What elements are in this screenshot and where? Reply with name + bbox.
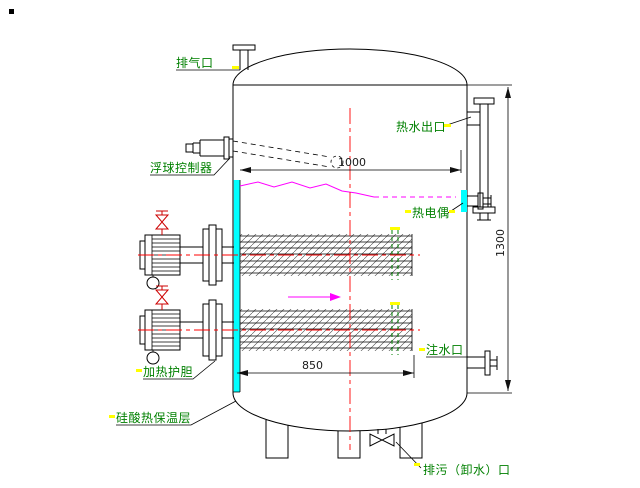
float-ball-dashed [330, 155, 344, 169]
drain-valve [369, 429, 395, 447]
dimensions: 1000 850 1300 [237, 84, 512, 394]
insulation-boundary [239, 181, 456, 301]
label-heating-element: 加热护胆 [143, 365, 193, 379]
label-insulation-layer: 硅酸热保温层 [116, 410, 191, 425]
dim-shell-height: 1300 [494, 229, 507, 257]
float-controller-fitting [185, 136, 344, 169]
flow-arrow-icon [330, 293, 341, 301]
hot-water-outlet-pipe [467, 97, 496, 221]
labels: 排气口 浮球控制器 热水出口 热电偶 注水口 加热护胆 硅酸热保温层 排污（卸水… [109, 55, 511, 477]
label-vent: 排气口 [176, 55, 214, 70]
corner-mark [9, 9, 14, 14]
label-float-controller: 浮球控制器 [150, 161, 213, 175]
water-inlet-nozzle [467, 350, 498, 376]
tank-shell [232, 48, 468, 432]
dim-element-length: 850 [302, 359, 323, 372]
label-hot-water-outlet: 热水出口 [396, 120, 446, 134]
float-arm-dashed [232, 140, 331, 168]
label-water-inlet: 注水口 [426, 342, 464, 357]
heating-element-upper [137, 210, 421, 290]
heating-element-lower [137, 285, 421, 365]
vent-nozzle [232, 44, 256, 70]
dim-inner-diameter: 1000 [338, 156, 366, 169]
insulation-strip [233, 180, 240, 392]
label-drain-outlet: 排污（卸水）口 [423, 462, 511, 477]
thermocouple-fitting [461, 190, 492, 212]
label-thermocouple: 热电偶 [412, 206, 450, 220]
